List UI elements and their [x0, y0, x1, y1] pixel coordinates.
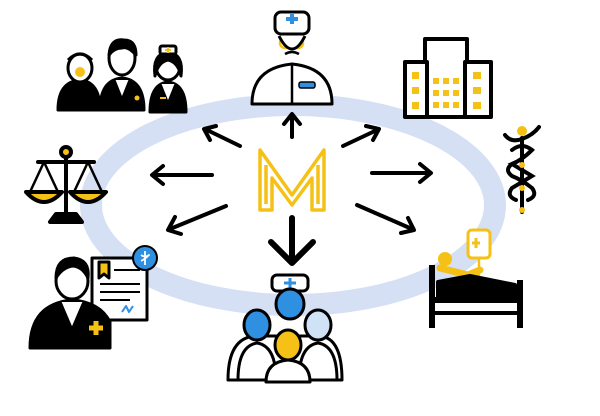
caduceus-icon [503, 125, 541, 214]
arrow-right [370, 162, 433, 184]
arrow-down [268, 215, 316, 266]
certificate-doctor-icon [28, 245, 158, 350]
arrow-up-right [341, 124, 381, 148]
arrow-down-left [166, 204, 228, 236]
care-people-icon [56, 38, 188, 114]
arrow-up-left [202, 124, 242, 148]
hospital-icon [403, 37, 493, 119]
justice-scale-icon [24, 145, 108, 224]
arrow-down-right [355, 203, 416, 235]
patient-bed-icon [429, 228, 523, 328]
doctor-icon [250, 10, 334, 106]
arrow-up [282, 112, 302, 139]
m-logo-icon [258, 148, 326, 212]
arrows [150, 112, 433, 266]
medical-team-icon [226, 273, 344, 384]
arrow-left [150, 164, 214, 186]
